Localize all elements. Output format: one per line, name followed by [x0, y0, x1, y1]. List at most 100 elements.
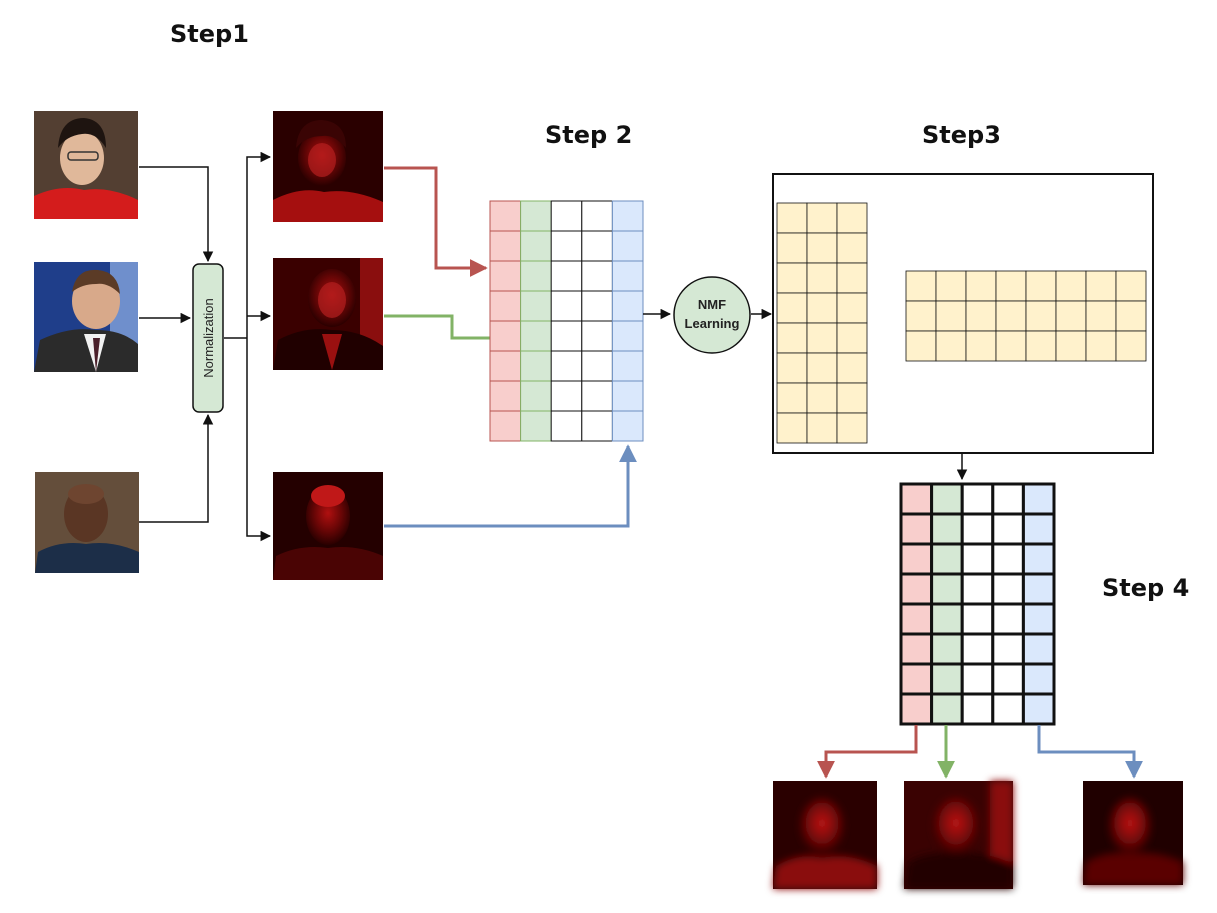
coefficient-matrix-cell: [995, 270, 1027, 302]
reconstruction-matrix-cell: [930, 482, 964, 516]
reconstruction-matrix-cell: [960, 512, 995, 546]
data-matrix-cell: [520, 290, 552, 322]
basis-matrix-cell: [806, 382, 838, 414]
normalized-photo-athlete: [273, 472, 383, 580]
coefficient-matrix-cell: [905, 300, 937, 332]
reconstructed-photo-woman: [773, 781, 877, 889]
data-matrix-cell: [581, 290, 613, 322]
data-matrix-cell: [581, 260, 613, 292]
arrow-to-red-woman: [246, 151, 272, 338]
coefficient-matrix-cell: [935, 330, 967, 362]
reconstruction-matrix-cell: [930, 542, 964, 576]
basis-matrix-cell: [836, 352, 868, 384]
data-matrix-cell: [489, 380, 522, 412]
basis-matrix-cell: [776, 382, 808, 414]
data-matrix-cell: [611, 380, 644, 412]
reconstruction-matrix-cell: [930, 692, 964, 726]
normalization-box: [192, 263, 224, 413]
data-matrix-cell: [611, 320, 644, 352]
coefficient-matrix-cell: [905, 270, 937, 302]
reconstruction-matrix-cell: [991, 572, 1025, 606]
reconstruction-matrix-cell: [899, 692, 934, 726]
coefficient-matrix-cell: [965, 300, 997, 332]
basis-matrix-cell: [776, 412, 808, 444]
basis-matrix-cell: [836, 292, 868, 324]
reconstruction-matrix-cell: [960, 542, 995, 576]
normalized-photo-man: [273, 258, 383, 370]
reconstruction-matrix-cell: [899, 632, 934, 666]
data-matrix-cell: [550, 320, 583, 352]
blue-path-to-matrix: [384, 444, 637, 528]
basis-matrix-cell: [776, 262, 808, 294]
coefficient-matrix-cell: [965, 330, 997, 362]
data-matrix-cell: [520, 350, 552, 382]
reconstruction-matrix-cell: [991, 482, 1025, 516]
reconstruction-matrix-cell: [899, 542, 934, 576]
reconstruction-matrix-cell: [991, 602, 1025, 636]
basis-matrix-cell: [836, 322, 868, 354]
reconstruction-matrix-cell: [960, 482, 995, 516]
data-matrix-cell: [611, 200, 644, 232]
data-matrix-cell: [550, 200, 583, 232]
coefficient-matrix-cell: [1025, 270, 1057, 302]
data-matrix-cell: [611, 260, 644, 292]
reconstruction-matrix-cell: [991, 542, 1025, 576]
step1-label: Step1: [170, 20, 249, 48]
reconstructed-photo-athlete: [1083, 781, 1183, 885]
basis-matrix-cell: [806, 292, 838, 324]
basis-matrix-cell: [776, 202, 808, 234]
reconstruction-matrix-cell: [1021, 632, 1056, 666]
arrow-woman-to-normalization: [139, 166, 214, 263]
red-path-to-output: [817, 725, 918, 779]
reconstruction-matrix-cell: [991, 662, 1025, 696]
reconstruction-matrix-cell: [899, 602, 934, 636]
reconstructed-photo-man: [904, 781, 1013, 889]
data-matrix-cell: [550, 260, 583, 292]
data-matrix-cell: [611, 290, 644, 322]
coefficient-matrix-cell: [1085, 270, 1117, 302]
reconstruction-matrix-cell: [1021, 542, 1056, 576]
reconstruction-matrix-cell: [899, 662, 934, 696]
coefficient-matrix-cell: [1055, 270, 1087, 302]
coefficient-matrix-h: [905, 270, 1147, 362]
basis-matrix-cell: [836, 262, 868, 294]
data-matrix-cell: [520, 380, 552, 412]
reconstruction-matrix-cell: [991, 512, 1025, 546]
data-matrix-cell: [520, 260, 552, 292]
reconstruction-matrix-cell: [1021, 572, 1056, 606]
reconstruction-matrix-cell: [899, 572, 934, 606]
data-matrix-cell: [581, 200, 613, 232]
basis-matrix-cell: [776, 352, 808, 384]
reconstruction-matrix-cell: [960, 692, 995, 726]
reconstruction-matrix-cell: [960, 632, 995, 666]
reconstruction-matrix-cell: [991, 692, 1025, 726]
coefficient-matrix-cell: [935, 270, 967, 302]
coefficient-matrix-cell: [1025, 330, 1057, 362]
data-matrix-cell: [520, 320, 552, 352]
basis-matrix-cell: [836, 382, 868, 414]
coefficient-matrix-cell: [995, 300, 1027, 332]
coefficient-matrix-cell: [935, 300, 967, 332]
data-matrix-cell: [489, 200, 522, 232]
data-matrix-cell: [550, 350, 583, 382]
reconstruction-matrix-cell: [930, 512, 964, 546]
input-photo-woman: [34, 111, 138, 219]
reconstruction-matrix-cell: [960, 572, 995, 606]
data-matrix-cell: [489, 320, 522, 352]
reconstruction-matrix-cell: [1021, 482, 1056, 516]
nmf-label-line2: Learning: [685, 316, 740, 331]
data-matrix-cell: [581, 320, 613, 352]
step4-label: Step 4: [1102, 574, 1189, 602]
arrow-to-red-athlete: [246, 338, 272, 542]
basis-matrix-cell: [776, 292, 808, 324]
data-matrix-cell: [489, 290, 522, 322]
data-matrix-cell: [611, 350, 644, 382]
data-matrix: [489, 200, 644, 442]
reconstruction-matrix: [899, 482, 1056, 726]
data-matrix-cell: [520, 200, 552, 232]
normalization-label: Normalization: [201, 298, 216, 377]
data-matrix-cell: [489, 230, 522, 262]
coefficient-matrix-cell: [995, 330, 1027, 362]
basis-matrix-cell: [806, 202, 838, 234]
